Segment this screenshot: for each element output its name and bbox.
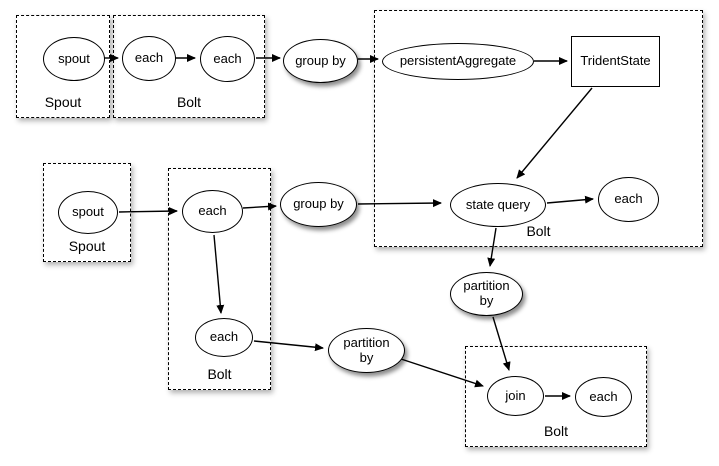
node-label: partition by — [343, 334, 390, 365]
node-partition-by-left: partition by — [328, 328, 405, 373]
group-label-bolt-state: Bolt — [526, 223, 551, 239]
node-label: join — [505, 387, 526, 403]
node-persistent-aggregate: persistentAggregate — [382, 43, 534, 80]
node-label: each — [134, 50, 164, 66]
node-each-mid-bottom: each — [195, 318, 253, 357]
node-each-mid-top: each — [182, 190, 243, 233]
node-state-query: state query — [450, 183, 546, 227]
group-label-bolt-join: Bolt — [543, 423, 569, 439]
node-each-top-1: each — [122, 36, 176, 81]
node-join: join — [487, 376, 544, 416]
node-spout-top: spout — [43, 37, 105, 81]
group-box-spout-top: Spout — [16, 15, 110, 118]
group-box-bolt-top: Bolt — [113, 15, 265, 118]
node-label: group by — [295, 52, 346, 68]
node-label: persistentAggregate — [399, 53, 517, 69]
group-label-bolt-top: Bolt — [176, 94, 202, 110]
node-label: each — [198, 203, 227, 219]
node-each-state: each — [598, 177, 659, 222]
node-label: partition by — [463, 278, 510, 308]
node-partition-by-right: partition by — [450, 272, 523, 316]
node-group-by-mid: group by — [280, 182, 357, 227]
node-label: each — [614, 191, 643, 207]
node-label: state query — [465, 196, 531, 212]
node-group-by-top: group by — [283, 39, 358, 83]
group-box-bolt-state: Bolt — [374, 10, 703, 247]
node-spout-mid: spout — [58, 191, 118, 234]
node-label: group by — [293, 196, 344, 212]
group-label-spout-mid: Spout — [68, 238, 106, 254]
group-label-bolt-mid: Bolt — [207, 366, 232, 382]
node-label: each — [589, 388, 618, 404]
node-label: spout — [72, 204, 104, 220]
node-each-top-2: each — [200, 36, 255, 82]
group-box-bolt-join: Bolt — [465, 346, 647, 447]
node-each-join: each — [575, 377, 632, 417]
group-box-bolt-mid: Bolt — [168, 168, 271, 390]
group-label-spout-top: Spout — [44, 94, 82, 110]
node-label: each — [213, 50, 242, 66]
node-label: TridentState — [580, 53, 651, 69]
node-label: spout — [58, 50, 90, 66]
node-trident-state: TridentState — [571, 36, 660, 87]
node-label: each — [209, 329, 239, 345]
